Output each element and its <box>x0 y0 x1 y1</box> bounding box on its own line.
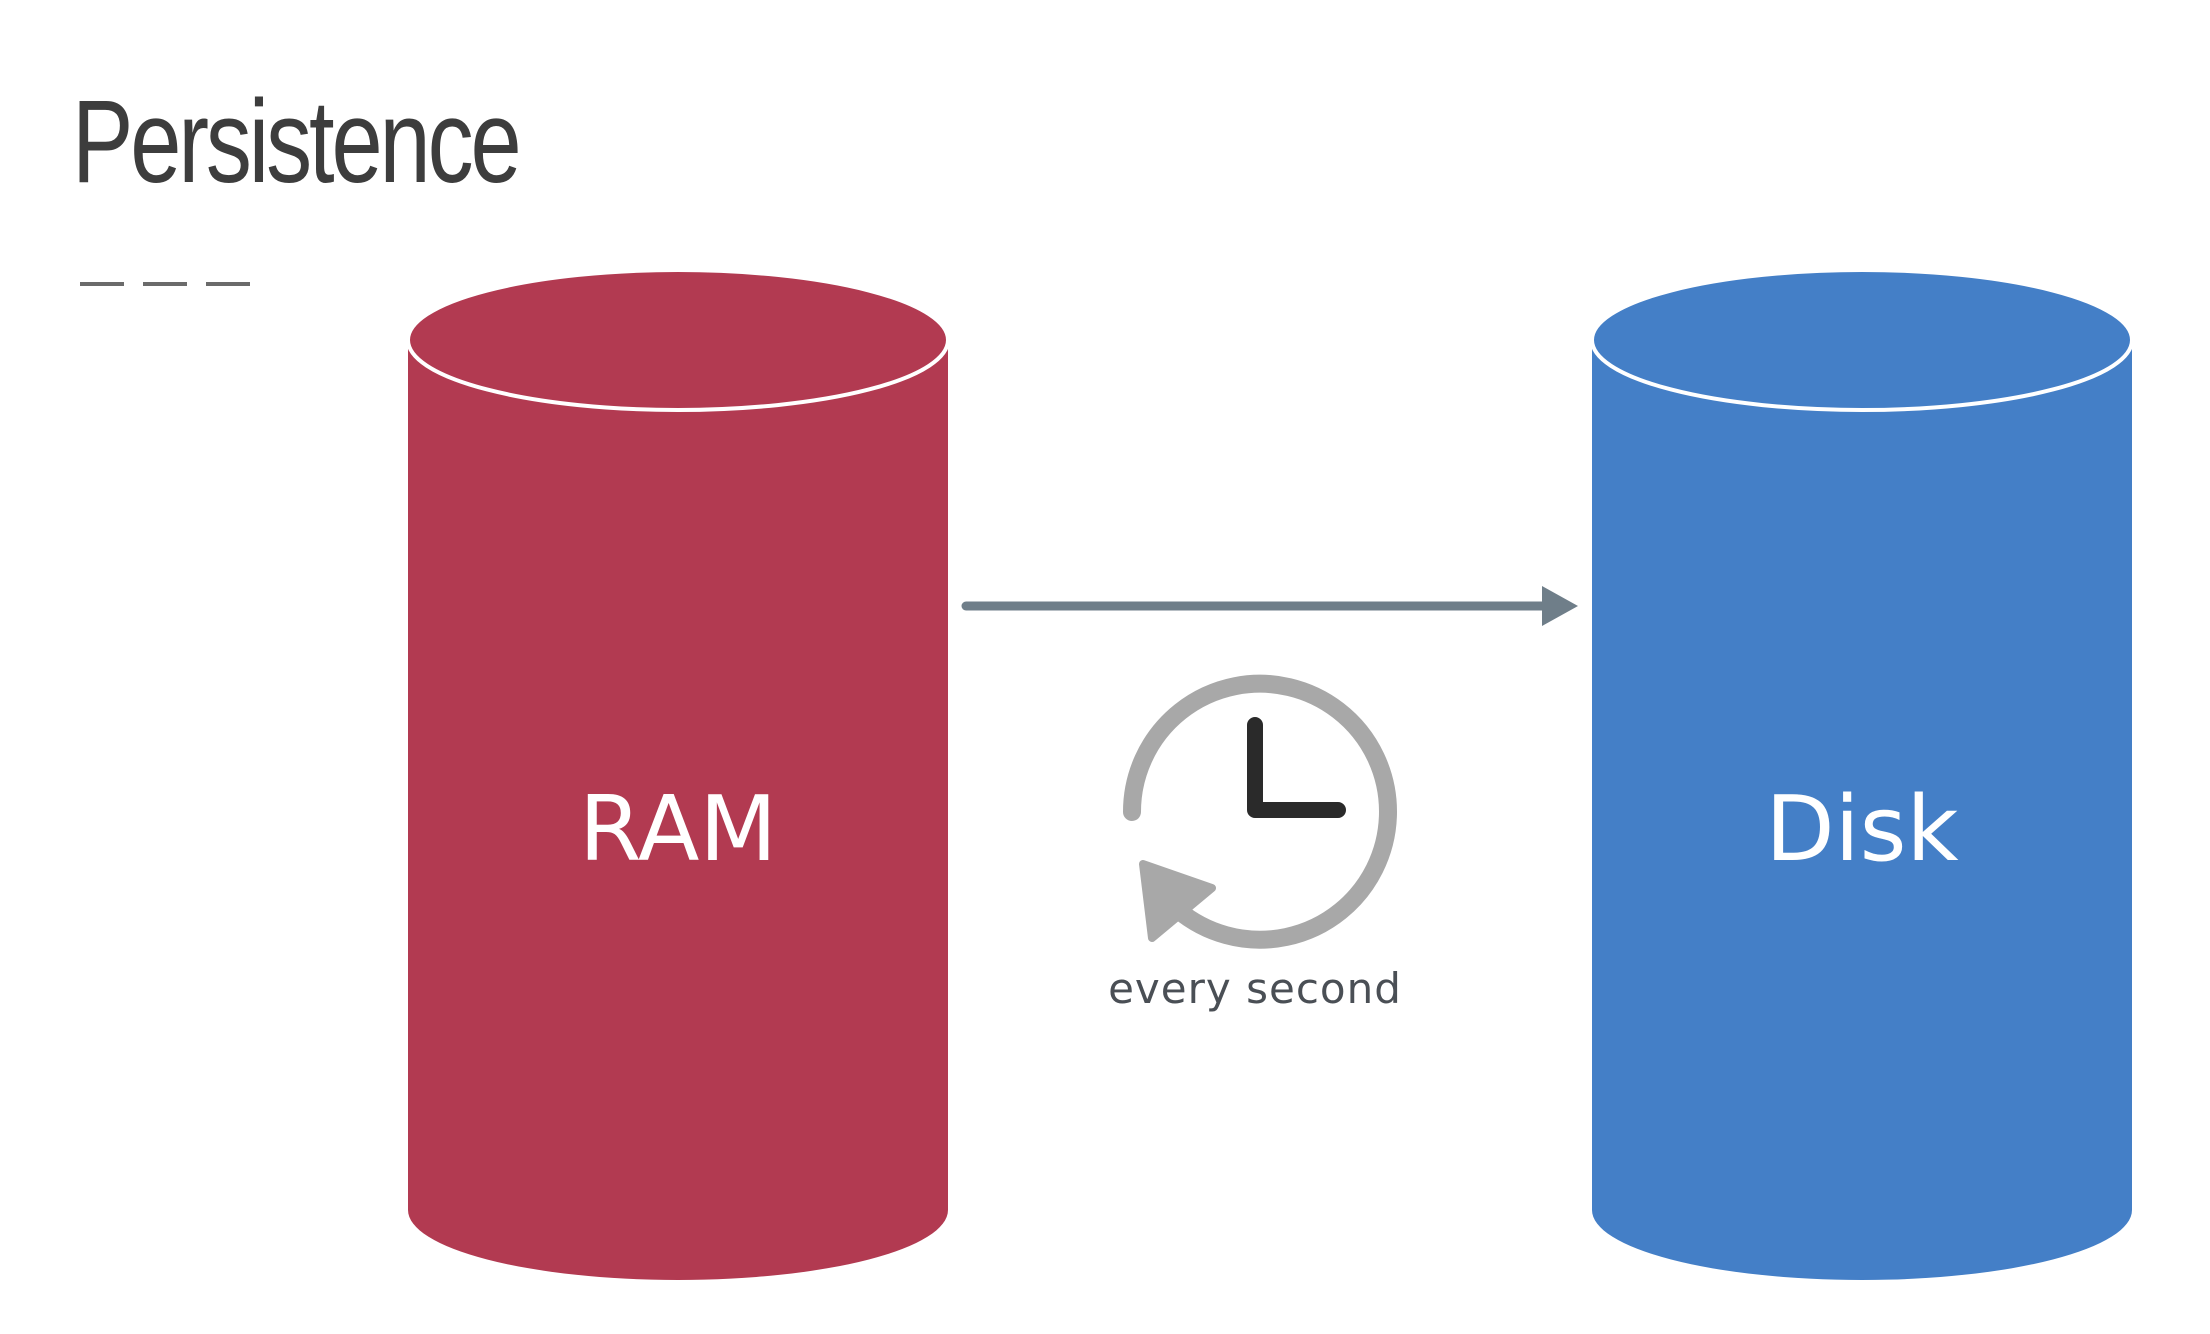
flow-arrow-head <box>1542 586 1578 626</box>
flow-arrow <box>961 586 1578 626</box>
ram-cylinder-body <box>408 340 948 1280</box>
interval-caption: every second <box>1108 964 1402 1013</box>
clock-history-icon <box>1123 674 1397 949</box>
slide-title: Persistence <box>72 76 522 208</box>
disk-cylinder-body <box>1592 340 2132 1280</box>
underline-dash <box>206 282 250 286</box>
ram-cylinder: RAM <box>406 268 950 1280</box>
clock-history-arrowhead <box>1139 860 1216 942</box>
clock-hands <box>1247 717 1346 818</box>
disk-cylinder-top <box>1590 268 2134 412</box>
ram-cylinder-top <box>406 268 950 412</box>
underline-dash <box>143 282 187 286</box>
disk-label: Disk <box>1765 777 1958 882</box>
title-underline <box>80 282 250 286</box>
disk-cylinder: Disk <box>1590 268 2134 1280</box>
underline-dash <box>80 282 124 286</box>
ram-label: RAM <box>579 777 777 882</box>
clock-history-ring <box>1123 674 1397 949</box>
